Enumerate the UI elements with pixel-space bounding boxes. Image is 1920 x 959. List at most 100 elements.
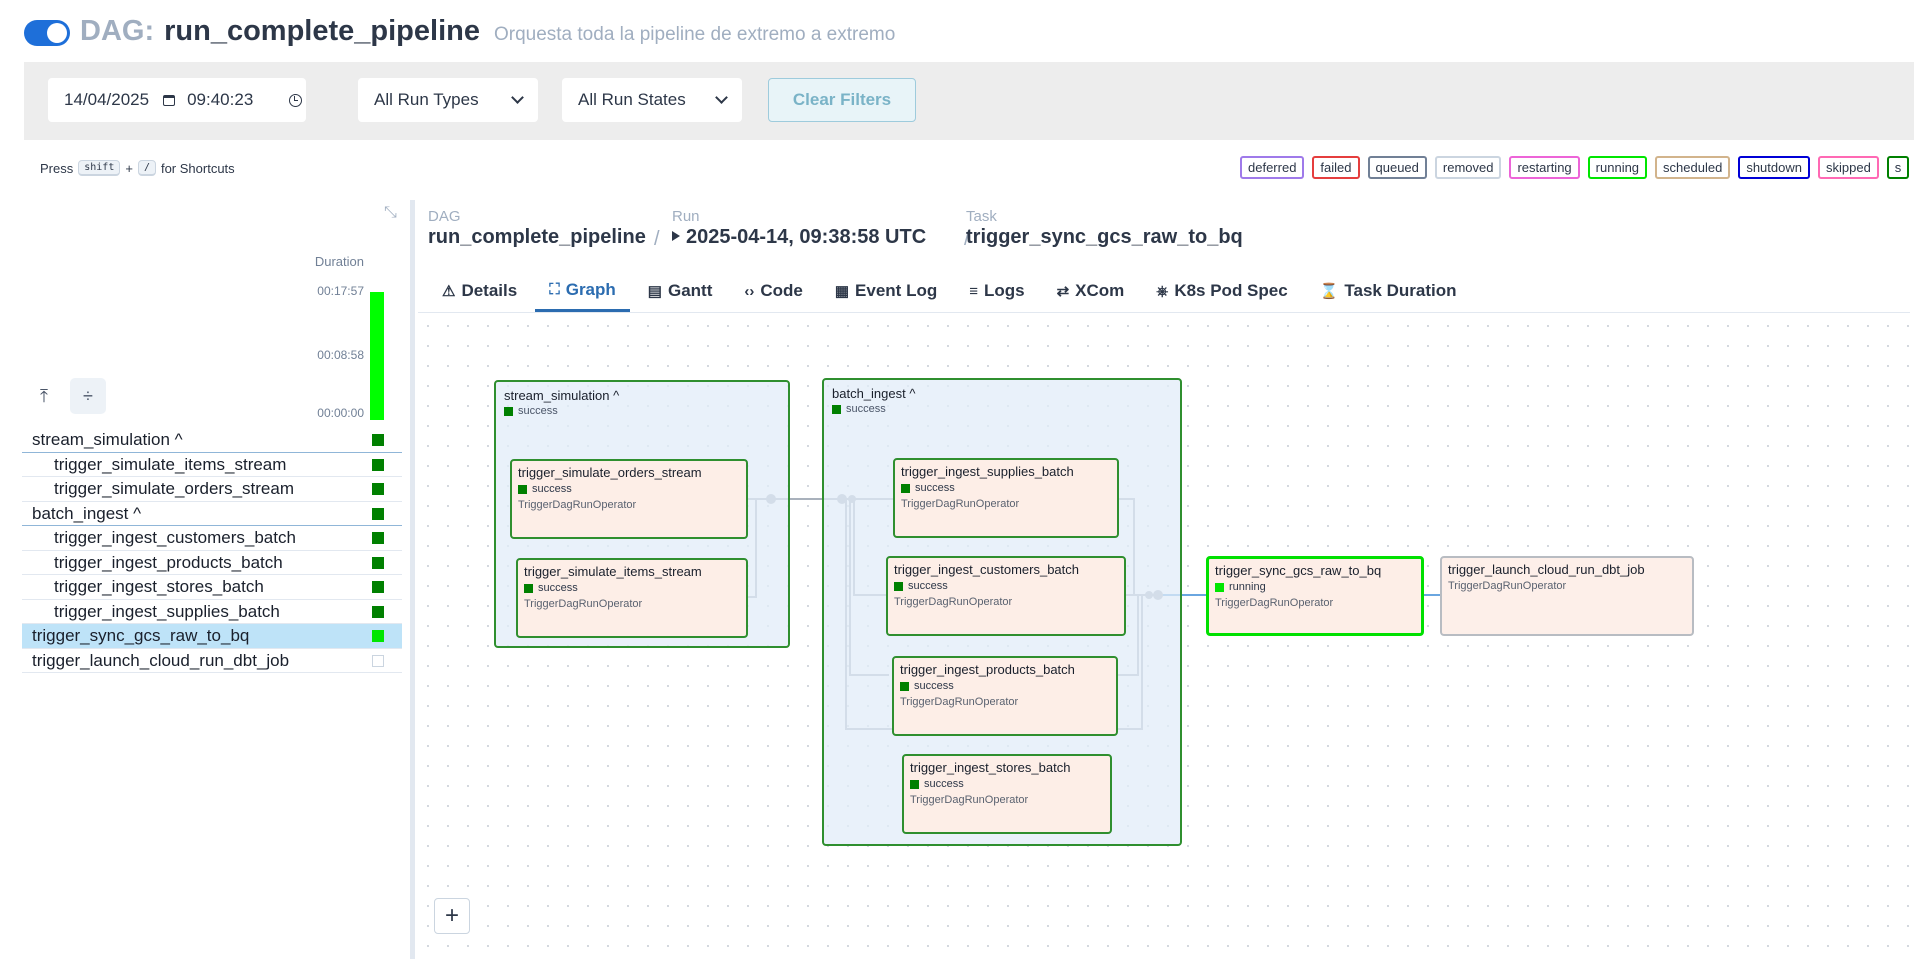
node-state-label: success xyxy=(538,582,578,594)
panel-divider[interactable] xyxy=(410,200,415,959)
node-state: running xyxy=(1215,581,1266,593)
node-operator: TriggerDagRunOperator xyxy=(1215,597,1334,609)
task-status-square[interactable] xyxy=(372,581,384,593)
crumb-run[interactable]: Run 2025-04-14, 09:38:58 UTC xyxy=(672,208,926,249)
dag-pause-toggle[interactable] xyxy=(24,20,70,46)
dag-title-row: DAG: run_complete_pipeline Orquesta toda… xyxy=(24,14,895,48)
tree-row[interactable]: batch_ingest ^ xyxy=(22,502,402,526)
crumb-task[interactable]: Task trigger_sync_gcs_raw_to_bq xyxy=(966,208,1243,249)
node-title: trigger_simulate_items_stream xyxy=(524,564,702,579)
task-status-square[interactable] xyxy=(372,483,384,495)
legend-deferred[interactable]: deferred xyxy=(1240,156,1305,179)
task-status-square[interactable] xyxy=(372,654,384,667)
crumb-dag[interactable]: DAG run_complete_pipeline xyxy=(428,208,646,249)
task-status-square[interactable] xyxy=(372,458,384,471)
zoom-in-button[interactable]: + xyxy=(434,898,470,934)
tree-row[interactable]: trigger_launch_cloud_run_dbt_job xyxy=(22,649,402,673)
collapse-icon[interactable]: ⤡ xyxy=(384,204,397,221)
shortcut-press: Press xyxy=(40,160,74,176)
node-trigger-simulate-items-stream[interactable]: trigger_simulate_items_stream success Tr… xyxy=(516,558,748,638)
clear-filters-button[interactable]: Clear Filters xyxy=(768,78,916,122)
tab-event-log[interactable]: ▦Event Log xyxy=(821,270,951,312)
legend-skipped[interactable]: skipped xyxy=(1817,156,1879,179)
crumb-run-row: 2025-04-14, 09:38:58 UTC xyxy=(672,226,926,249)
task-status-square[interactable] xyxy=(372,556,384,569)
tree-row[interactable]: trigger_simulate_orders_stream xyxy=(22,477,402,502)
tab-graph[interactable]: ⛶Graph xyxy=(535,270,630,312)
success-icon xyxy=(504,406,513,416)
tree-row[interactable]: trigger_sync_gcs_raw_to_bq xyxy=(22,624,402,649)
tab-gantt[interactable]: ▤Gantt xyxy=(634,270,727,312)
tree-row[interactable]: trigger_ingest_supplies_batch xyxy=(22,600,402,624)
group-title[interactable]: batch_ingest ^ xyxy=(832,386,916,401)
run-duration-bar[interactable] xyxy=(370,292,384,420)
task-status-square[interactable] xyxy=(372,605,384,618)
tab-logs[interactable]: ≡Logs xyxy=(955,270,1038,312)
run-type-select[interactable]: All Run Types xyxy=(358,78,538,122)
clock-icon[interactable] xyxy=(289,93,303,107)
legend-running[interactable]: running xyxy=(1587,156,1648,179)
group-title[interactable]: stream_simulation ^ xyxy=(504,388,620,403)
tab-label: K8s Pod Spec xyxy=(1174,281,1288,300)
expand-all-icon[interactable]: ⤒ xyxy=(40,385,48,406)
base-date-input[interactable]: 14/04/2025 09:40:23 xyxy=(48,78,306,122)
tab-label: Gantt xyxy=(667,281,713,300)
node-trigger-ingest-supplies-batch[interactable]: trigger_ingest_supplies_batch success Tr… xyxy=(893,458,1119,538)
legend-failed[interactable]: failed xyxy=(1312,156,1360,179)
task-status-square[interactable] xyxy=(372,507,384,520)
legend-shutdown[interactable]: shutdown xyxy=(1738,156,1810,179)
legend-removed[interactable]: removed xyxy=(1434,156,1502,179)
hourglass-icon: ⌛ xyxy=(1319,283,1339,300)
tree-row-label: trigger_ingest_products_batch xyxy=(54,552,283,572)
node-title: trigger_ingest_stores_batch xyxy=(910,760,1071,775)
tab-code[interactable]: ‹› Code xyxy=(730,270,817,312)
legend-queued[interactable]: queued xyxy=(1367,156,1427,179)
tree-row[interactable]: trigger_ingest_customers_batch xyxy=(22,526,402,551)
tab-k8s-pod-spec[interactable]: ⎈K8s Pod Spec xyxy=(1142,270,1301,312)
tab-task-duration[interactable]: ⌛Task Duration xyxy=(1306,270,1471,312)
tab-details[interactable]: ⚠Details xyxy=(428,270,531,312)
success-icon xyxy=(524,583,533,593)
collapse-all-icon[interactable]: ÷ xyxy=(70,378,106,414)
tree-row[interactable]: trigger_ingest_stores_batch xyxy=(22,575,402,600)
node-trigger-ingest-stores-batch[interactable]: trigger_ingest_stores_batch success Trig… xyxy=(902,754,1112,834)
calendar-icon[interactable] xyxy=(163,94,176,106)
tree-row[interactable]: trigger_simulate_items_stream xyxy=(22,453,402,477)
task-status-square[interactable] xyxy=(372,630,384,642)
task-status-square[interactable] xyxy=(372,532,384,544)
node-title: trigger_sync_gcs_raw_to_bq xyxy=(1215,563,1382,578)
swap-icon: ⇄ xyxy=(1056,283,1070,300)
running-icon xyxy=(1215,582,1224,592)
tab-label: Code xyxy=(760,281,803,300)
node-trigger-simulate-orders-stream[interactable]: trigger_simulate_orders_stream success T… xyxy=(510,459,748,539)
tab-label: Graph xyxy=(565,279,616,299)
node-title: trigger_ingest_customers_batch xyxy=(894,562,1079,577)
time-value: 09:40:23 xyxy=(187,90,254,109)
warning-icon: ⚠ xyxy=(442,283,456,300)
graph-canvas[interactable]: stream_simulation ^ success batch_ingest… xyxy=(418,316,1910,959)
node-trigger-sync-gcs-raw-to-bq[interactable]: trigger_sync_gcs_raw_to_bq running Trigg… xyxy=(1206,556,1424,636)
node-state-label: success xyxy=(914,680,954,692)
tree-row-label: trigger_ingest_customers_batch xyxy=(54,528,296,547)
task-status-square[interactable] xyxy=(372,434,384,446)
tree-row-label: trigger_ingest_supplies_batch xyxy=(54,601,280,621)
node-state-label: running xyxy=(1229,581,1266,593)
run-state-select[interactable]: All Run States xyxy=(562,78,742,122)
legend-s[interactable]: s xyxy=(1886,156,1910,179)
node-trigger-ingest-products-batch[interactable]: trigger_ingest_products_batch success Tr… xyxy=(892,656,1118,736)
code-icon: ‹› xyxy=(744,282,755,300)
tree-row[interactable]: trigger_ingest_products_batch xyxy=(22,551,402,575)
group-state-label: success xyxy=(518,405,558,417)
node-trigger-launch-cloud-run-dbt-job[interactable]: trigger_launch_cloud_run_dbt_job Trigger… xyxy=(1440,556,1694,636)
legend-scheduled[interactable]: scheduled xyxy=(1655,156,1731,179)
list-icon: ≡ xyxy=(969,282,978,300)
tab-xcom[interactable]: ⇄XCom xyxy=(1043,270,1139,312)
node-trigger-ingest-customers-batch[interactable]: trigger_ingest_customers_batch success T… xyxy=(886,556,1126,636)
legend-restarting[interactable]: restarting xyxy=(1509,156,1580,179)
node-title: trigger_ingest_products_batch xyxy=(900,662,1075,677)
node-operator: TriggerDagRunOperator xyxy=(524,598,643,610)
state-legend: deferred failed queued removed restarting run… xyxy=(1240,156,1910,179)
success-icon xyxy=(832,404,841,414)
tree-row[interactable]: stream_simulation ^ xyxy=(22,428,402,453)
duration-mid: 00:08:58 xyxy=(317,348,364,362)
